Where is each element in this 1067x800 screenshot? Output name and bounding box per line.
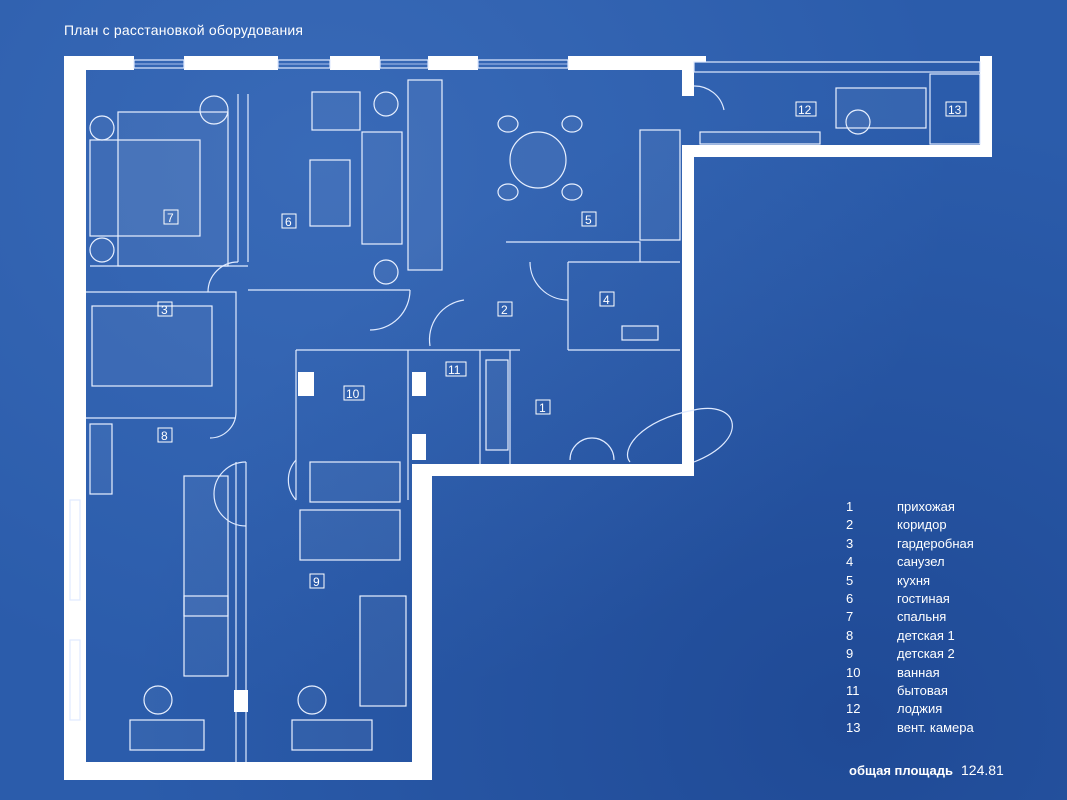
svg-text:12: 12 [798,103,812,117]
legend-row: 8 детская 1 [846,627,974,645]
room-legend: 1 прихожая 2 коридор 3 гардеробная 4 санузел 5 ку… [846,498,974,737]
legend-room-name: лоджия [897,701,943,717]
legend-room-name: кухня [897,572,931,588]
legend-room-number: 3 [846,535,854,551]
legend-row: 6 гостиная [846,590,974,608]
legend-room-number: 11 [846,682,860,698]
legend-row: 1 прихожая [846,498,974,516]
room-labels: 1 2 3 4 5 6 7 8 9 10 11 12 13 [157,101,967,589]
legend-room-name: детская 1 [897,627,955,643]
room-label-8: 8 [157,427,173,443]
svg-text:3: 3 [161,303,168,317]
legend-room-number: 2 [846,517,854,533]
svg-text:13: 13 [948,103,962,117]
legend-row: 7 спальня [846,608,974,626]
svg-text:5: 5 [585,213,592,227]
svg-text:7: 7 [167,211,174,225]
legend-room-number: 6 [846,590,854,606]
legend-room-name: гардеробная [897,535,974,551]
windows [69,59,981,721]
room-label-2: 2 [497,301,513,317]
room-label-9: 9 [309,573,325,589]
legend-row: 11 бытовая [846,682,974,700]
legend-room-number: 4 [846,554,854,570]
legend-room-name: гостиная [897,590,950,606]
legend-room-number: 5 [846,572,854,588]
svg-text:1: 1 [539,401,546,415]
room-label-11: 11 [445,361,467,377]
svg-text:6: 6 [285,215,292,229]
legend-room-name: спальня [897,609,947,625]
room-label-1: 1 [535,399,551,415]
room-label-6: 6 [281,213,297,229]
legend-room-name: санузел [897,554,945,570]
legend-row: 10 ванная [846,664,974,682]
svg-text:4: 4 [603,293,610,307]
legend-room-number: 7 [846,609,854,625]
room-label-7: 7 [163,209,179,225]
furniture [89,79,927,751]
room-label-5: 5 [581,211,597,227]
legend-room-number: 1 [846,499,854,514]
legend-row: 9 детская 2 [846,645,974,663]
legend-room-number: 9 [846,646,854,662]
svg-text:2: 2 [501,303,508,317]
svg-text:9: 9 [313,575,320,589]
svg-text:8: 8 [161,429,168,443]
total-area-label: общая площадь [849,763,954,778]
plan-title: План с расстановкой оборудования [64,22,304,38]
legend-room-name: прихожая [897,499,955,514]
legend-row: 13 вент. камера [846,719,974,737]
total-area-value: 124.81 [961,762,1004,778]
room-label-12: 12 [795,101,817,117]
doors [207,85,733,527]
room-label-3: 3 [157,301,173,317]
legend-row: 3 гардеробная [846,535,974,553]
room-label-4: 4 [599,291,615,307]
interior-walls [86,73,981,762]
legend-room-name: ванная [897,664,940,680]
room-label-13: 13 [945,101,967,117]
legend-room-name: детская 2 [897,646,955,662]
legend-room-number: 8 [846,627,854,643]
room-label-10: 10 [343,385,365,401]
legend-row: 5 кухня [846,572,974,590]
legend-room-name: бытовая [897,682,948,698]
legend-row: 4 санузел [846,553,974,571]
legend-row: 2 коридор [846,516,974,534]
svg-text:10: 10 [346,387,360,401]
legend-room-name: коридор [897,517,947,533]
legend-room-name: вент. камера [897,719,974,735]
legend-room-number: 12 [846,701,861,717]
total-area: общая площадь 124.81 [849,762,1004,778]
legend-room-number: 13 [846,719,861,735]
legend-row: 12 лоджия [846,700,974,718]
svg-text:11: 11 [448,363,461,377]
legend-room-number: 10 [846,664,861,680]
